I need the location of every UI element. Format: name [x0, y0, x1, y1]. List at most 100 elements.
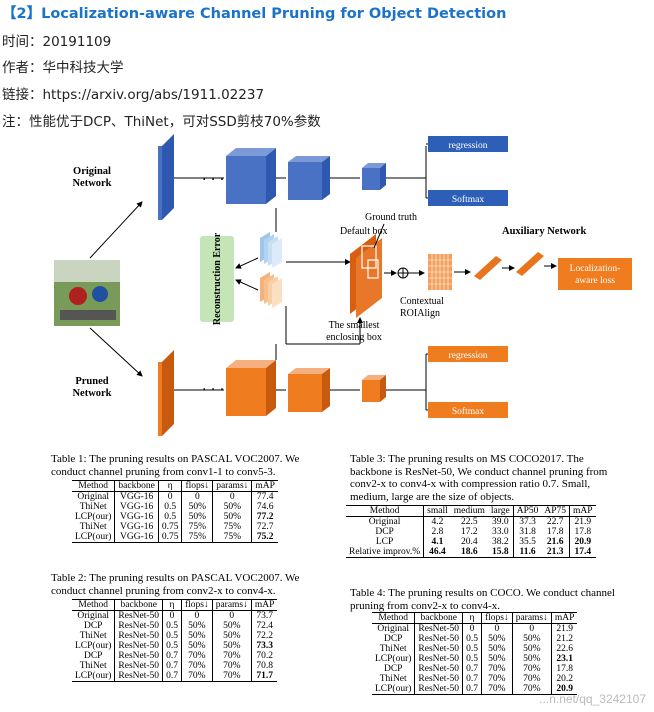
- table-cell: DCP: [72, 621, 116, 631]
- feature-maps: [260, 232, 282, 308]
- table-cell: 50%: [481, 654, 513, 664]
- original-network-blocks: [158, 134, 386, 220]
- table-cell: 50%: [512, 634, 552, 644]
- table-header-cell: η: [462, 612, 482, 624]
- table-cell: 70%: [181, 661, 213, 671]
- table-cell: 0: [512, 623, 552, 634]
- table-header-cell: mAP: [569, 505, 596, 517]
- aux-fc-2: [516, 252, 544, 276]
- table-cell: 0.75: [158, 522, 183, 532]
- table-cell: 74.6: [256, 502, 274, 512]
- table-cell: ThiNet: [72, 661, 116, 671]
- table-cell: 50%: [181, 512, 214, 522]
- table-cell: Relative improv.%: [346, 547, 425, 558]
- table-cell: 70%: [481, 674, 513, 684]
- table-cell: LCP(our): [72, 512, 116, 522]
- table-cell: 37.3: [519, 517, 536, 527]
- watermark: ...n.net/qq_3242107: [539, 692, 646, 706]
- table-cell: 75%: [212, 522, 253, 532]
- table-cell: DCP: [372, 664, 416, 674]
- table-cell: ResNet-50: [114, 621, 164, 631]
- table-cell: 50%: [181, 621, 213, 631]
- table-cell: DCP: [346, 527, 425, 537]
- table-cell: 17.2: [461, 527, 478, 537]
- table-cell: ResNet-50: [414, 623, 464, 634]
- table-cell: 0.5: [162, 631, 182, 641]
- table-cell: 70%: [512, 664, 552, 674]
- table-cell: 0.5: [162, 641, 182, 651]
- table-header-cell: backbone: [114, 599, 164, 611]
- table-header-cell: medium: [450, 505, 488, 517]
- table-cell: DCP: [72, 651, 116, 661]
- table-cell: 70.8: [256, 661, 273, 671]
- table-header-cell: backbone: [114, 480, 159, 492]
- table-cell: 20.2: [556, 674, 573, 684]
- table-cell: 70%: [181, 651, 213, 661]
- table-cell: 33.0: [487, 527, 514, 537]
- table-cell: 70%: [212, 661, 252, 671]
- table-cell: 15.8: [487, 547, 514, 558]
- table-cell: 70%: [181, 671, 213, 682]
- table-cell: 35.5: [519, 537, 536, 547]
- table-cell: 21.2: [556, 634, 573, 644]
- svg-text:enclosing box: enclosing box: [326, 332, 382, 343]
- pruned-network-blocks: [158, 350, 386, 436]
- table-cell: LCP(our): [372, 654, 416, 664]
- table-cell: 0.7: [462, 664, 482, 674]
- time-line: 时间：20191109: [2, 34, 112, 50]
- table-cell: ResNet-50: [414, 674, 464, 684]
- roialign-grid: [428, 254, 452, 290]
- svg-text:Softmax: Softmax: [452, 194, 484, 205]
- table-cell: 50%: [212, 512, 253, 522]
- table-cell: LCP(our): [72, 671, 116, 682]
- table-cell: 17.8: [574, 527, 592, 537]
- table-cell: 0: [181, 610, 213, 621]
- table-cell: 75.2: [251, 532, 278, 543]
- smallest-box-label: The smallest: [329, 320, 380, 331]
- table-cell: 70%: [212, 671, 252, 682]
- table-cell: 21.3: [541, 547, 571, 558]
- table-cell: ResNet-50: [414, 654, 464, 664]
- table-cell: 50%: [212, 631, 252, 641]
- table-cell: 0.5: [162, 621, 182, 631]
- table-cell: 0.5: [462, 634, 482, 644]
- table-cell: ThiNet: [372, 674, 416, 684]
- table-header-cell: mAP: [551, 612, 578, 624]
- table-cell: 75%: [181, 522, 214, 532]
- table-cell: 20.9: [574, 537, 592, 547]
- table-cell: 50%: [212, 641, 252, 651]
- table-cell: 17.8: [541, 527, 571, 537]
- table-cell: ThiNet: [72, 502, 116, 512]
- table-cell: 21.6: [541, 537, 571, 547]
- table-header-cell: small: [423, 505, 451, 517]
- table-cell: 2.8: [431, 527, 444, 537]
- table-cell: 0.7: [162, 651, 182, 661]
- table-cell: Original: [346, 516, 425, 527]
- table-cell: 70%: [481, 684, 513, 695]
- table-cell: 31.8: [519, 527, 536, 537]
- table-cell: DCP: [372, 634, 416, 644]
- table4-caption: Table 4: The pruning results on COCO. We…: [350, 587, 615, 612]
- table-cell: 0: [162, 610, 182, 621]
- original-softmax-box: [428, 190, 508, 206]
- table-cell: 18.6: [450, 547, 488, 558]
- table-header-cell: large: [487, 505, 514, 517]
- detection-feature-map: [350, 234, 382, 318]
- auxiliary-network-label: Auxiliary Network: [502, 226, 586, 237]
- table-cell: 50%: [481, 634, 513, 644]
- link-line[interactable]: 链接：https://arxiv.org/abs/1911.02237: [2, 87, 265, 103]
- table-cell: LCP(our): [72, 532, 116, 543]
- table-cell: Original: [72, 491, 116, 502]
- table-header-cell: backbone: [414, 612, 464, 624]
- table-header-cell: Method: [372, 612, 416, 624]
- table-cell: ResNet-50: [414, 634, 464, 644]
- table-header-cell: Method: [72, 480, 116, 492]
